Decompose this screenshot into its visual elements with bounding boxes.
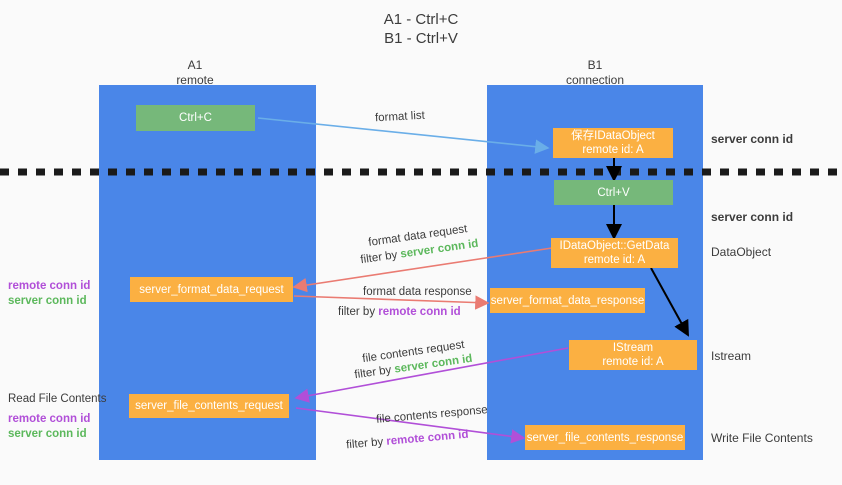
node-save-idataobject-sub: remote id: A	[582, 144, 644, 156]
page-title: A1 - Ctrl+C B1 - Ctrl+V	[0, 10, 842, 48]
filter-prefix: filter by	[338, 306, 379, 318]
node-save-idataobject-label: 保存IDataObject	[571, 130, 655, 142]
column-b1-subtitle: connection	[565, 73, 625, 87]
filter-key-remote-conn-id: remote conn id	[385, 428, 469, 448]
node-ctrl-c-label: Ctrl+C	[179, 112, 212, 124]
node-getdata-sub: remote id: A	[583, 254, 646, 266]
filter-prefix: filter by	[345, 435, 387, 452]
title-line-2: B1 - Ctrl+V	[384, 30, 458, 47]
node-getdata-label: IDataObject::GetData	[559, 240, 670, 252]
column-header-a1: A1 remote	[130, 58, 260, 88]
edge-label-format-data-response: format data response	[363, 286, 472, 298]
annotation-dataobject: DataObject	[711, 245, 772, 259]
node-istream[interactable]: IStream remote id: A	[569, 340, 697, 370]
column-header-b1: B1 connection	[530, 58, 660, 88]
edge-label-file-contents-response-filter: filter by remote conn id	[346, 428, 469, 453]
column-a1-name: A1	[187, 58, 203, 72]
annotation-server-conn-id-top: server conn id	[711, 132, 794, 146]
node-server-file-contents-response-label: server_file_contents_response	[526, 431, 684, 444]
filter-prefix: filter by	[353, 363, 396, 382]
node-server-file-contents-request-label: server_file_contents_request	[135, 400, 283, 412]
edge-label-format-data-response-filter: filter by remote conn id	[338, 305, 461, 319]
annotation-write-file-contents: Write File Contents	[711, 431, 813, 445]
column-b1-name: B1	[587, 58, 603, 72]
node-ctrl-c[interactable]: Ctrl+C	[136, 105, 255, 131]
node-save-idataobject[interactable]: 保存IDataObject remote id: A	[553, 128, 673, 158]
node-istream-label: IStream	[612, 342, 654, 354]
filter-key-remote-conn-id: remote conn id	[378, 306, 461, 318]
annotation-left-remote-conn-id-1: remote conn id	[8, 280, 91, 292]
node-ctrl-v-label: Ctrl+V	[597, 186, 630, 199]
filter-prefix: filter by	[359, 248, 402, 267]
annotation-left-server-conn-id-2: server conn id	[8, 428, 87, 440]
node-server-file-contents-response[interactable]: server_file_contents_response	[525, 425, 685, 450]
column-a1-subtitle: remote	[176, 73, 214, 87]
edge-label-format-list: format list	[374, 109, 426, 125]
edge-label-file-contents-response: file contents response	[375, 404, 489, 426]
node-server-format-data-response[interactable]: server_format_data_response	[490, 288, 645, 313]
node-server-format-data-response-label: server_format_data_response	[490, 294, 645, 307]
node-server-format-data-request[interactable]: server_format_data_request	[130, 277, 293, 302]
annotation-server-conn-id-second: server conn id	[711, 210, 794, 224]
node-server-file-contents-request[interactable]: server_file_contents_request	[129, 394, 289, 418]
annotation-left-remote-conn-id-2: remote conn id	[8, 413, 91, 425]
annotation-read-file-contents: Read File Contents	[8, 393, 107, 405]
node-server-format-data-request-label: server_format_data_request	[139, 283, 284, 296]
annotation-istream: Istream	[711, 349, 752, 363]
annotation-left-server-conn-id-1: server conn id	[8, 295, 87, 307]
node-ctrl-v[interactable]: Ctrl+V	[554, 180, 673, 205]
title-line-1: A1 - Ctrl+C	[383, 11, 459, 28]
node-istream-sub: remote id: A	[602, 356, 664, 368]
node-getdata[interactable]: IDataObject::GetData remote id: A	[551, 238, 678, 268]
